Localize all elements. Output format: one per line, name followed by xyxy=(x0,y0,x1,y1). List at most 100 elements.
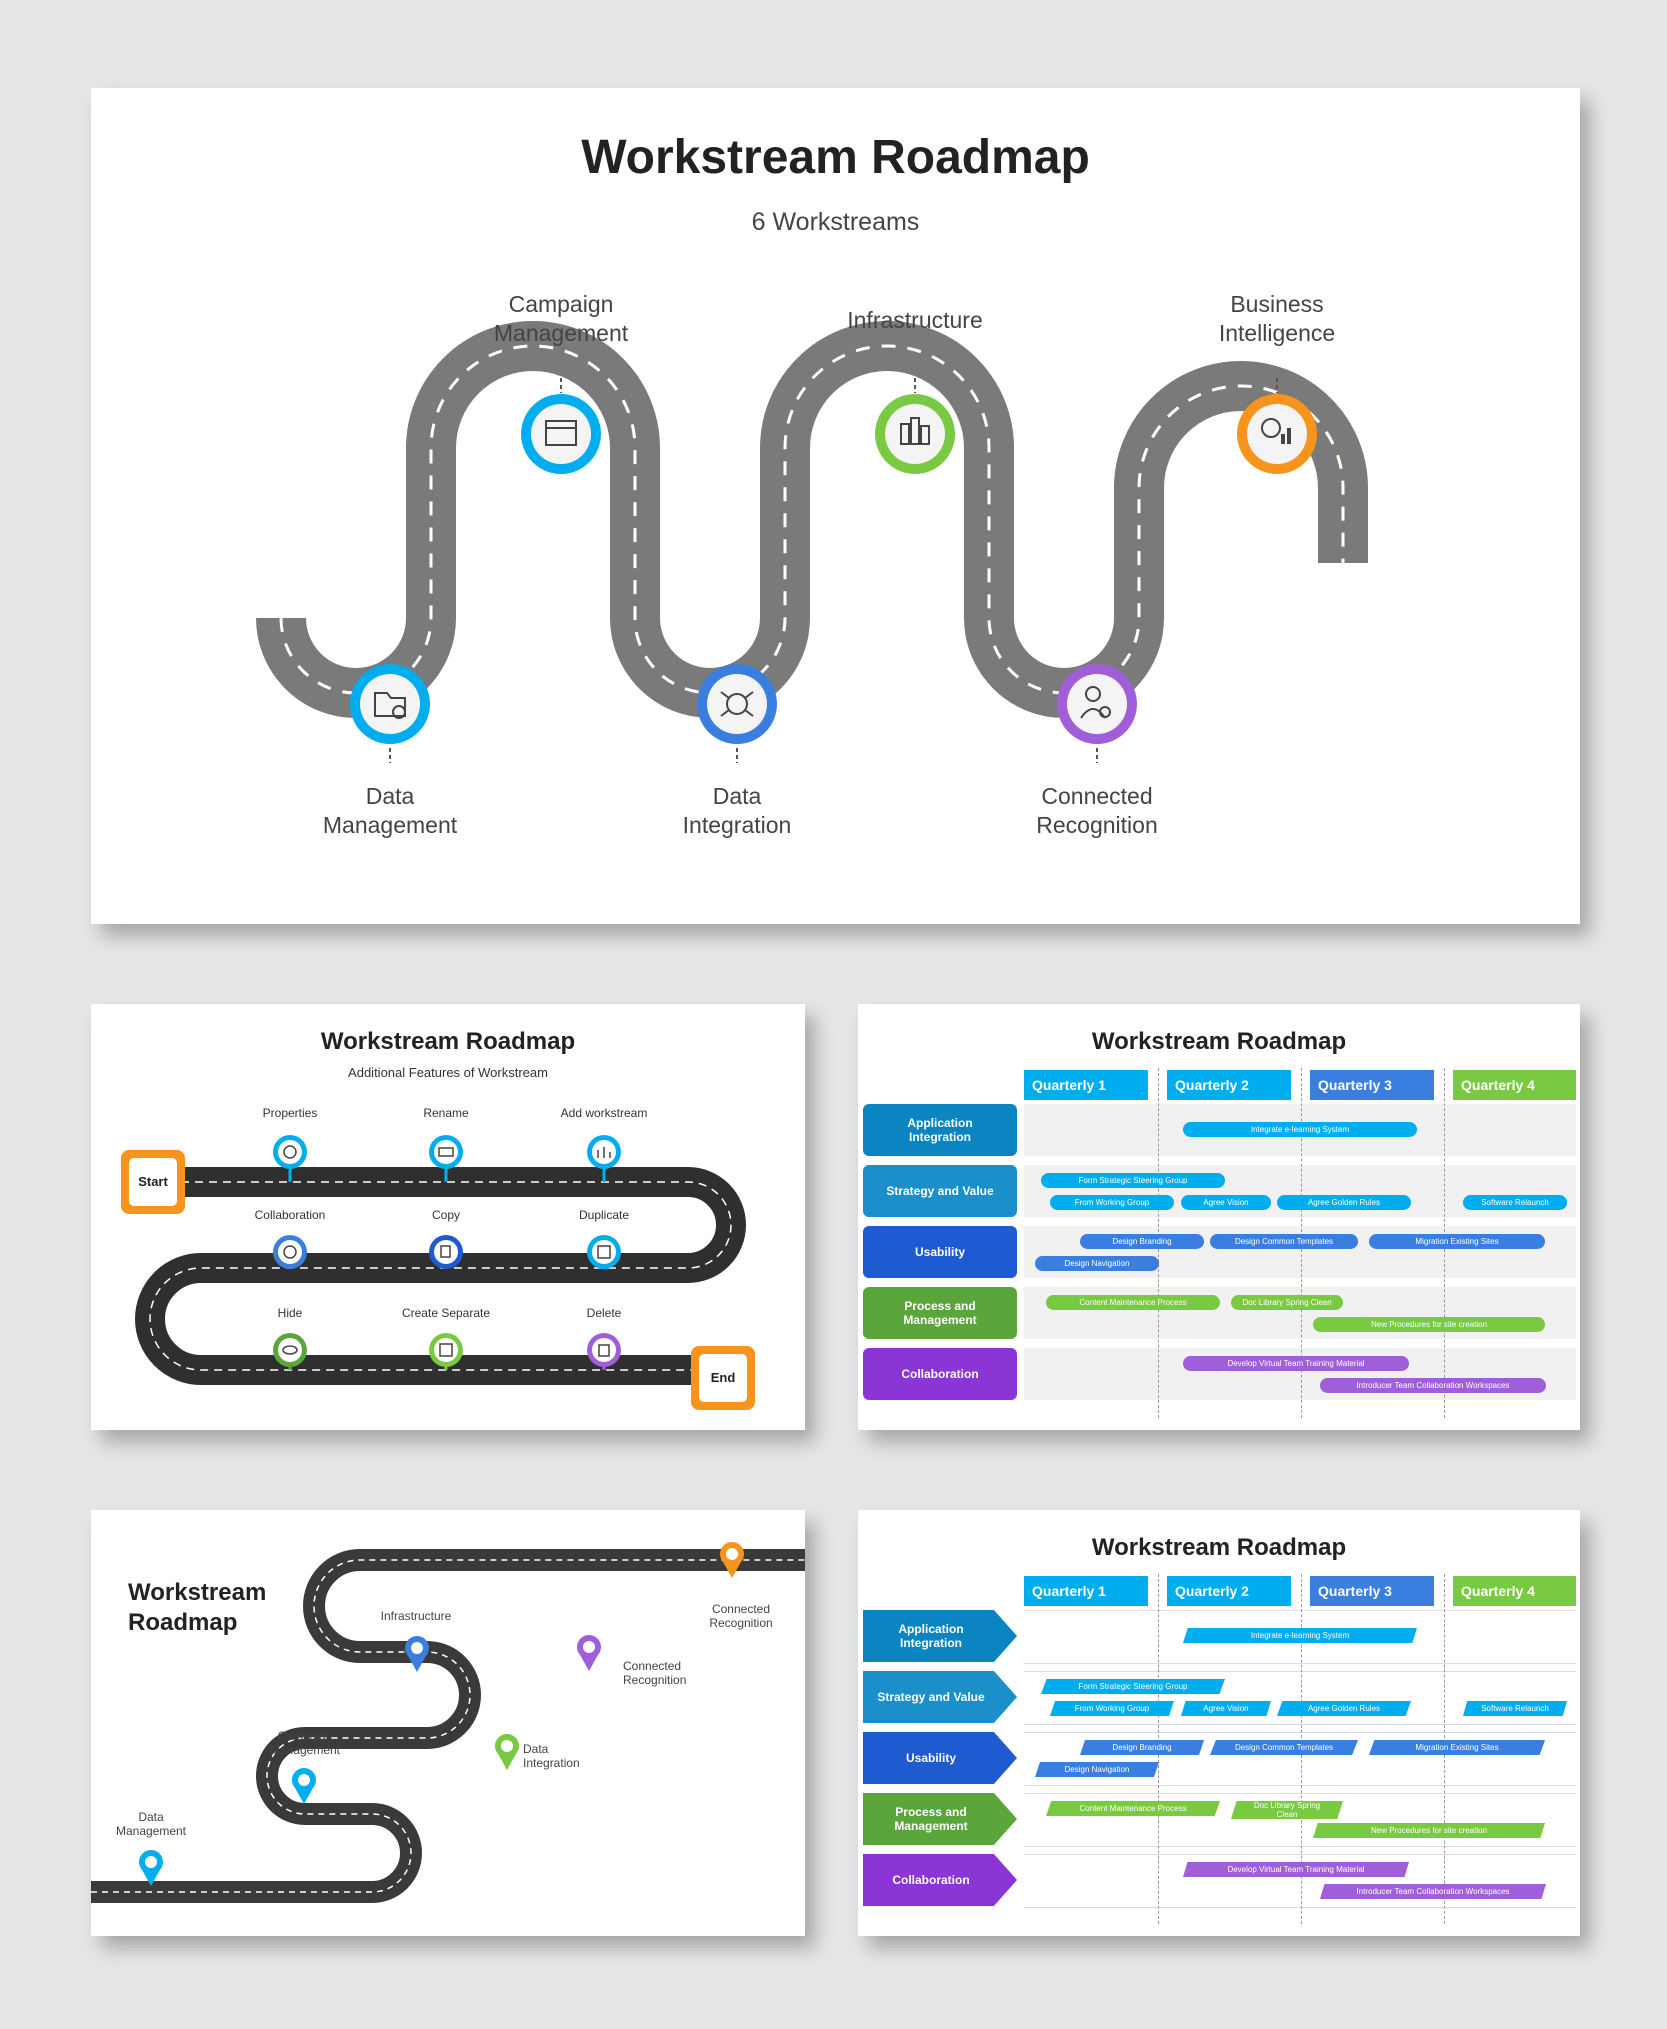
winding-road xyxy=(256,321,1368,763)
end-marker: End xyxy=(691,1346,755,1410)
quarter-header: Quarterly 3 xyxy=(1310,1576,1434,1606)
task-bar[interactable]: Develop Virtual Team Training Material xyxy=(1183,1356,1409,1371)
task-bar[interactable]: Integrate e-learning System xyxy=(1183,1628,1417,1643)
pin-data-management xyxy=(139,1850,163,1886)
milestone-campaign-management xyxy=(521,394,601,474)
feature-label: Delete xyxy=(586,1306,622,1320)
task-bar[interactable]: Design Common Templates xyxy=(1210,1234,1358,1249)
title-line: Workstream xyxy=(128,1579,267,1606)
row-label-process-management: Process and Management xyxy=(863,1793,1017,1845)
task-bar[interactable]: Software Relaunch xyxy=(1463,1701,1567,1716)
pin-add-workstream xyxy=(587,1135,621,1182)
task-bar[interactable]: Doc Library Spring Clean xyxy=(1231,1801,1343,1819)
milestone-data-integration xyxy=(697,664,777,744)
feature-label: Add workstream xyxy=(560,1106,648,1120)
pin-connected-recognition-2 xyxy=(720,1542,744,1578)
task-bar[interactable]: Migration Existing Sites xyxy=(1369,1234,1545,1249)
row-label-application-integration: Application Integration xyxy=(863,1610,1017,1662)
slide-title: Workstream Roadmap xyxy=(1091,1534,1347,1561)
task-bar[interactable]: New Procedures for site creation xyxy=(1313,1317,1545,1332)
milestone-connected-recognition xyxy=(1057,664,1137,744)
row-label-usability: Usability xyxy=(863,1732,1017,1784)
slide-gantt-rounded[interactable]: Workstream Roadmap Quarterly 1 Quarterly… xyxy=(858,1004,1580,1430)
task-bar[interactable]: Form Strategic Steering Group xyxy=(1041,1173,1225,1188)
label-connected-recognition: Connected Recognition xyxy=(709,1602,773,1630)
quarter-header: Quarterly 2 xyxy=(1167,1576,1291,1606)
pin-data-integration xyxy=(495,1734,519,1770)
label-infrastructure: Infrastructure xyxy=(380,1609,452,1623)
row-label-strategy-value: Strategy and Value xyxy=(863,1671,1017,1723)
task-bar[interactable]: Design Common Templates xyxy=(1210,1740,1358,1755)
start-marker: Start xyxy=(121,1150,185,1214)
pin-create-separate xyxy=(429,1333,463,1370)
pin-campaign-management xyxy=(292,1768,316,1804)
quarter-header: Quarterly 4 xyxy=(1453,1576,1576,1606)
task-bar[interactable]: Form Strategic Steering Group xyxy=(1041,1679,1225,1694)
label-business-intelligence: Business Intelligence xyxy=(1218,291,1336,346)
slide-title: Workstream Roadmap xyxy=(581,131,1090,184)
task-bar[interactable]: Design Navigation xyxy=(1035,1256,1159,1271)
row-label-collaboration: Collaboration xyxy=(863,1348,1017,1400)
task-bar[interactable]: From Working Group xyxy=(1050,1195,1174,1210)
road-surface xyxy=(256,321,1368,718)
task-bar[interactable]: Content Maintenance Process xyxy=(1046,1295,1220,1310)
pin-copy xyxy=(429,1235,463,1269)
milestone-business-intelligence xyxy=(1237,394,1317,474)
pin-connected-recognition-1 xyxy=(577,1635,601,1671)
milestone-infrastructure xyxy=(875,394,955,474)
slide-subtitle: 6 Workstreams xyxy=(751,208,920,236)
slide-title: Workstream Roadmap xyxy=(1091,1028,1347,1055)
pin-delete xyxy=(587,1333,621,1370)
task-bar[interactable]: Integrate e-learning System xyxy=(1183,1122,1417,1137)
quarter-header: Quarterly 1 xyxy=(1024,1070,1148,1100)
task-bar[interactable]: Agree Vision xyxy=(1181,1195,1271,1210)
milestone-data-management xyxy=(350,664,430,744)
task-bar[interactable]: Agree Vision xyxy=(1181,1701,1271,1716)
slide-title: Workstream Roadmap xyxy=(128,1578,266,1638)
end-label: End xyxy=(699,1354,747,1402)
quarter-header: Quarterly 3 xyxy=(1310,1070,1434,1100)
row-label-application-integration: Application Integration xyxy=(863,1104,1017,1156)
pin-collaboration xyxy=(273,1235,307,1269)
task-bar[interactable]: Agree Golden Rules xyxy=(1277,1701,1411,1716)
label-data-management: Data Management xyxy=(115,1810,187,1838)
label-data-management: Data Management xyxy=(322,783,458,838)
feature-label: Duplicate xyxy=(578,1208,630,1222)
pin-duplicate xyxy=(587,1235,621,1269)
task-bar[interactable]: Develop Virtual Team Training Material xyxy=(1183,1862,1409,1877)
task-bar[interactable]: Content Maintenance Process xyxy=(1046,1801,1220,1816)
pin-infrastructure xyxy=(405,1636,429,1672)
label-infrastructure: Infrastructure xyxy=(847,307,983,333)
slide-winding-road[interactable]: Workstream Roadmap Data Management Campa… xyxy=(91,1510,805,1936)
slide-workstream-6[interactable]: Workstream Roadmap 6 Workstreams xyxy=(91,88,1580,924)
task-bar[interactable]: Design Branding xyxy=(1080,1740,1204,1755)
task-bar[interactable]: Software Relaunch xyxy=(1463,1195,1567,1210)
row-label-usability: Usability xyxy=(863,1226,1017,1278)
task-bar[interactable]: Doc Library Spring Clean xyxy=(1231,1295,1343,1310)
feature-label: Collaboration xyxy=(254,1208,326,1222)
slide-additional-features[interactable]: Workstream Roadmap Additional Features o… xyxy=(91,1004,805,1430)
road-center-line xyxy=(279,344,1345,695)
task-bar[interactable]: Agree Golden Rules xyxy=(1277,1195,1411,1210)
task-bar[interactable]: Introducer Team Collaboration Workspaces xyxy=(1320,1378,1546,1393)
feature-label: Rename xyxy=(423,1106,469,1120)
slide-title: Workstream Roadmap xyxy=(320,1028,576,1055)
slide-gantt-arrows[interactable]: Workstream Roadmap Quarterly 1 Quarterly… xyxy=(858,1510,1580,1936)
label-data-integration: Data Integration xyxy=(682,783,792,838)
winding-road xyxy=(91,1542,805,1903)
title-line: Roadmap xyxy=(128,1609,238,1636)
snake-road xyxy=(135,1135,746,1385)
task-bar[interactable]: New Procedures for site creation xyxy=(1313,1823,1545,1838)
label-campaign-management: Campaign Management xyxy=(493,291,629,346)
task-bar[interactable]: Migration Existing Sites xyxy=(1369,1740,1545,1755)
task-bar[interactable]: Introducer Team Collaboration Workspaces xyxy=(1320,1884,1546,1899)
task-bar[interactable]: From Working Group xyxy=(1050,1701,1174,1716)
row-label-process-management: Process and Management xyxy=(863,1287,1017,1339)
task-bar[interactable]: Design Navigation xyxy=(1035,1762,1159,1777)
feature-label: Copy xyxy=(431,1208,460,1222)
quarter-header: Quarterly 4 xyxy=(1453,1070,1576,1100)
feature-label: Properties xyxy=(262,1106,318,1120)
label-connected-recognition: Connected Recognition xyxy=(623,1659,687,1687)
label-campaign-management: Campaign Management xyxy=(269,1729,341,1757)
task-bar[interactable]: Design Branding xyxy=(1080,1234,1204,1249)
